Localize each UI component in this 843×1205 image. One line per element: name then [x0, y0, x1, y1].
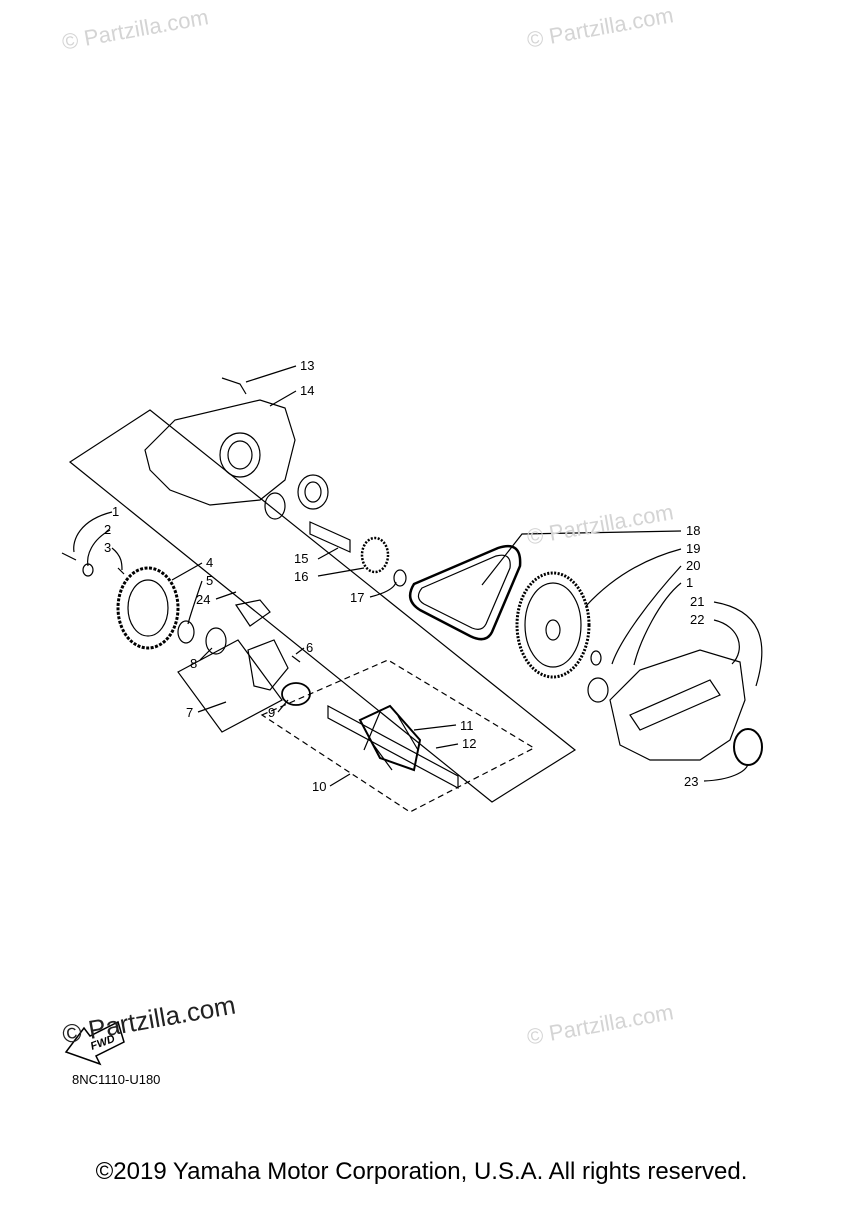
leader-20: [611, 565, 682, 665]
callout: 4: [206, 555, 213, 570]
callout: 14: [300, 383, 314, 398]
leader-24: [215, 591, 237, 600]
leader-10: [329, 773, 351, 787]
forward-arrow-icon: FWD: [64, 1020, 125, 1066]
callout: 23: [684, 774, 698, 789]
leader-4: [171, 562, 203, 581]
drive-belt-inner: [417, 554, 511, 630]
housing-7: [247, 639, 289, 691]
pin-3: [117, 567, 125, 575]
drive-belt-18: [408, 544, 522, 641]
bearing-left: [264, 492, 286, 520]
leader-5: [187, 580, 203, 625]
callout: 3: [104, 540, 111, 555]
leader-22: [713, 619, 740, 665]
leader-21: [713, 601, 763, 687]
callout: 17: [350, 590, 364, 605]
callout: 18: [686, 523, 700, 538]
callout: 20: [686, 558, 700, 573]
impeller-shaft: [327, 704, 459, 790]
callout: 22: [690, 612, 704, 627]
callout: 24: [196, 592, 210, 607]
sprocket-19: [515, 571, 591, 679]
ring-17: [393, 569, 407, 587]
upper-case-cover: [144, 399, 296, 506]
callout: 5: [206, 573, 213, 588]
brake-disc-4: [116, 566, 180, 650]
cover-brace: [629, 679, 721, 731]
callout: 21: [690, 594, 704, 609]
callout: 1: [112, 504, 119, 519]
callout: 9: [268, 705, 275, 720]
leader-2: [87, 529, 111, 567]
diagram-code: 8NC1110-U180: [72, 1072, 161, 1087]
o-ring-9: [281, 682, 311, 706]
callout: 2: [104, 522, 111, 537]
o-ring-23: [733, 728, 763, 766]
gear-16: [360, 536, 390, 574]
leader-13: [245, 365, 297, 383]
shaft-15: [309, 521, 351, 553]
bearing-lower-right: [587, 677, 609, 703]
hub-5: [177, 620, 195, 644]
callout: 8: [190, 656, 197, 671]
leader-3: [111, 547, 123, 571]
copyright-notice: ©2019 Yamaha Motor Corporation, U.S.A. A…: [95, 1158, 748, 1185]
bearing-right-inner: [304, 481, 322, 503]
brake-disc-4-inner: [127, 579, 169, 637]
case-bore: [219, 432, 261, 478]
leader-16: [317, 567, 365, 577]
callout: 13: [300, 358, 314, 373]
callout: 16: [294, 569, 308, 584]
leader-17: [369, 581, 397, 598]
caliper-24: [235, 599, 271, 627]
callout: 15: [294, 551, 308, 566]
part-callouts: 1 2 3 4 5 24 8 6 7 9 10 11 12 13 14 15 1…: [104, 358, 704, 794]
leader-23: [703, 763, 749, 782]
sprocket-19-hub: [545, 619, 561, 641]
leader-7: [197, 701, 227, 713]
bolt-13: [221, 377, 247, 395]
callout: 1: [686, 575, 693, 590]
callout: 11: [460, 718, 474, 733]
impeller-blades: [363, 711, 419, 771]
assembly-group-outline: [68, 409, 577, 803]
leader-11: [413, 724, 457, 731]
washer-20: [590, 650, 602, 666]
leader-14: [269, 390, 297, 407]
leader-1-right: [633, 582, 682, 666]
leader-1: [73, 511, 113, 553]
callout: 12: [462, 736, 476, 751]
leader-19: [585, 548, 682, 607]
leader-9: [277, 699, 289, 713]
leader-8: [199, 647, 213, 661]
case-bore-inner: [227, 440, 253, 470]
leader-6: [295, 647, 305, 655]
callout: 7: [186, 705, 193, 720]
bolt-1-left: [61, 552, 77, 561]
bearing-right: [297, 474, 329, 510]
bearing-8: [205, 627, 227, 655]
sprocket-19-rim: [524, 582, 582, 668]
callout: 6: [306, 640, 313, 655]
impeller-11: [358, 704, 422, 772]
group-7-outline: [177, 639, 283, 733]
leader-12: [435, 743, 459, 749]
callout: 10: [312, 779, 326, 794]
right-case-cover: [609, 649, 746, 761]
bolt-6: [291, 655, 301, 663]
leader-18: [481, 530, 682, 586]
callout: 19: [686, 541, 700, 556]
leader-15: [317, 547, 339, 560]
group-10-outline: [260, 659, 536, 813]
